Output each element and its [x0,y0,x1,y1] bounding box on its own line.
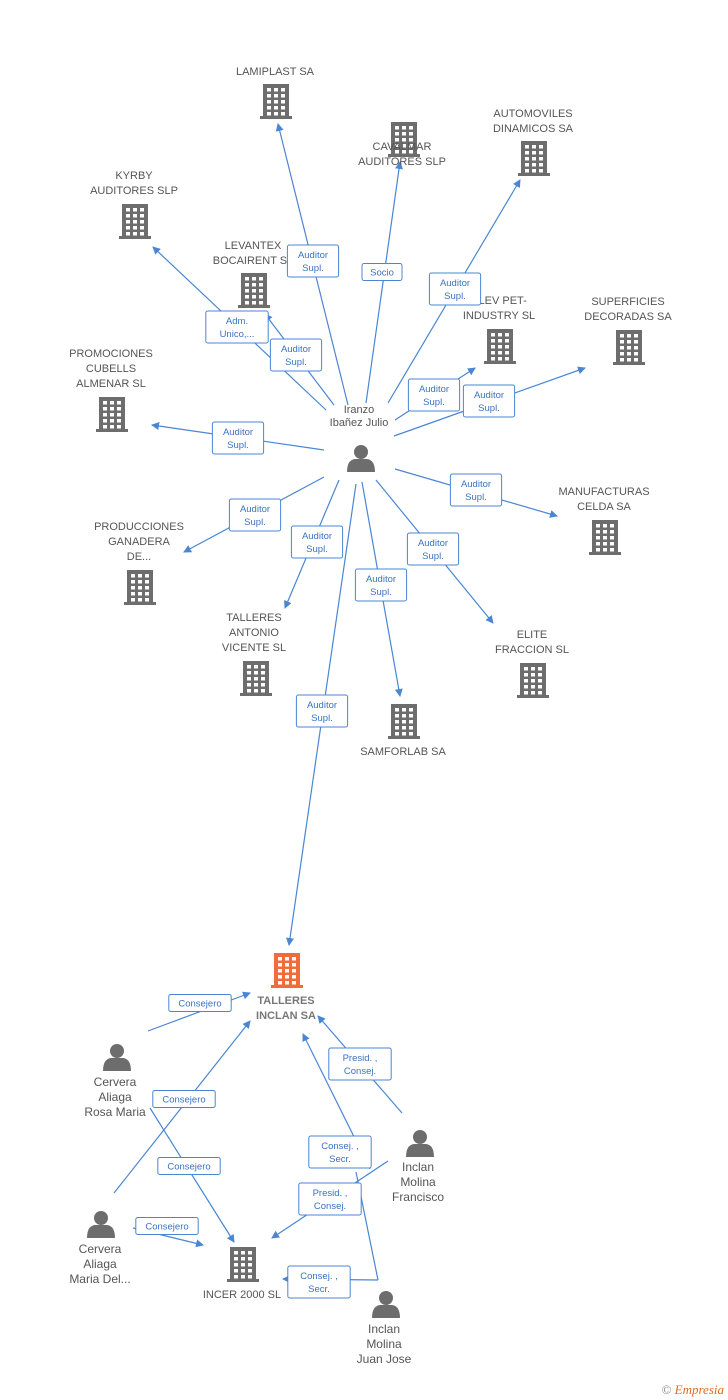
automoviles-building-icon[interactable] [518,141,550,176]
svg-text:Consej. ,Secr.: Consej. ,Secr. [300,1271,338,1295]
promociones-building-icon[interactable] [96,397,128,432]
elite-building-icon[interactable] [517,663,549,698]
cervera_rosa-person-icon[interactable] [103,1044,131,1071]
svg-text:Consejero: Consejero [162,1095,205,1106]
svg-text:Adm.Unico,...: Adm.Unico,... [220,316,255,340]
incer-name: INCER 2000 SL [203,1289,281,1301]
elevpet-name: ELEV PET-INDUSTRY SL [463,295,535,322]
maria_incer-relation-badge[interactable]: Consejero [135,1217,199,1235]
francisco_talleres-relation-badge[interactable]: Presid. ,Consej. [328,1047,392,1081]
manufacturas-building-icon[interactable] [589,520,621,555]
kyrby-relation-badge[interactable]: Adm.Unico,... [205,310,269,344]
francisco_incer-relation-badge[interactable]: Presid. ,Consej. [298,1182,362,1216]
elevpet-building-icon[interactable] [484,329,516,364]
rosa_incer-relation-badge[interactable]: Consejero [157,1157,221,1175]
inclan_juan-person-icon[interactable] [372,1291,400,1318]
superficies-building-icon[interactable] [613,330,645,365]
samforlab-name: SAMFORLAB SA [360,746,446,758]
svg-text:Consej. ,Secr.: Consej. ,Secr. [321,1141,359,1165]
talleres_antonio-building-icon[interactable] [240,661,272,696]
levantex-building-icon[interactable] [238,273,270,308]
samforlab-building-icon[interactable] [388,704,420,739]
footer-brand: © Empresia [662,1382,725,1398]
svg-text:Consejero: Consejero [167,1162,210,1173]
svg-text:Presid. ,Consej.: Presid. ,Consej. [343,1053,378,1077]
maria_talleres-relation-badge[interactable]: Consejero [152,1090,216,1108]
svg-text:Socio: Socio [370,268,394,279]
producciones-building-icon[interactable] [124,570,156,605]
juan_incer-relation-badge[interactable]: Consej. ,Secr. [287,1265,351,1299]
lamiplast-name: LAMIPLAST SA [236,66,315,78]
svg-text:Presid. ,Consej.: Presid. ,Consej. [313,1188,348,1212]
cavalmar-edge [365,161,403,404]
incer-building-icon[interactable] [227,1247,259,1282]
talleres_inclan-building-icon[interactable] [271,953,303,988]
cavalmar-relation-badge[interactable]: Socio [361,263,403,281]
cervera_maria-person-icon[interactable] [87,1211,115,1238]
svg-text:Consejero: Consejero [178,999,221,1010]
copyright-symbol: © [661,1382,672,1397]
svg-text:Consejero: Consejero [145,1222,188,1233]
kyrby-building-icon[interactable] [119,204,151,239]
iranzo-ibanez-julio-person-icon[interactable] [347,445,375,472]
rosa_talleres-relation-badge[interactable]: Consejero [168,994,232,1012]
brand-name[interactable]: Empresia [674,1382,724,1397]
cavalmar-building-icon[interactable] [388,122,420,157]
juan_talleres-relation-badge[interactable]: Consej. ,Secr. [308,1135,372,1169]
lamiplast-building-icon[interactable] [260,84,292,119]
inclan_francisco-person-icon[interactable] [406,1130,434,1157]
